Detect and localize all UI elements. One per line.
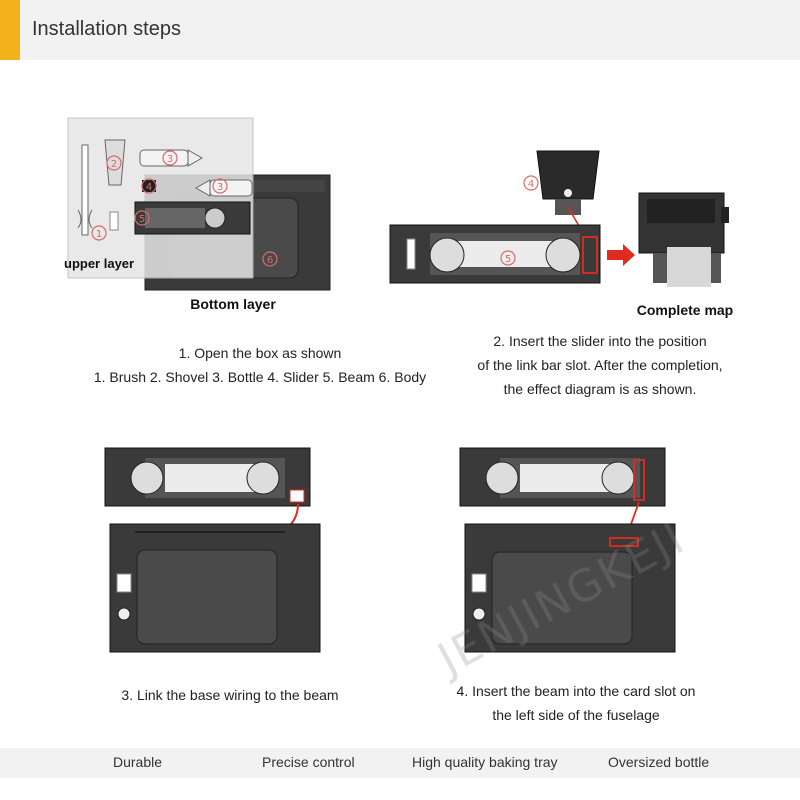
complete-map-label: Complete map [636, 302, 734, 318]
feature-baking-tray: High quality baking tray [412, 754, 558, 770]
svg-text:3: 3 [167, 154, 173, 165]
step3-caption: 3. Link the base wiring to the beam [121, 687, 339, 703]
feature-precise-control: Precise control [262, 754, 355, 770]
step3-wiring-illustration [104, 447, 321, 653]
svg-text:4: 4 [528, 179, 534, 190]
svg-text:1: 1 [96, 229, 102, 240]
feature-bar: Durable Precise control High quality bak… [0, 748, 800, 778]
section-header: Installation steps [0, 0, 800, 60]
step2-caption-line1: 2. Insert the slider into the position [493, 333, 707, 349]
bottom-layer-label: Bottom layer [190, 296, 276, 312]
step4-beam-insert-illustration [459, 447, 676, 653]
svg-text:5: 5 [505, 254, 511, 265]
header-accent-bar [0, 0, 20, 60]
step4-caption-line1: 4. Insert the beam into the card slot on [456, 683, 696, 699]
feature-durable: Durable [113, 754, 163, 770]
step1-caption-line1: 1. Open the box as shown [178, 345, 342, 361]
step1-caption-line2: 1. Brush 2. Shovel 3. Bottle 4. Slider 5… [93, 369, 427, 385]
svg-text:5: 5 [139, 214, 145, 225]
page-title: Installation steps [32, 18, 181, 40]
step4-caption-line2: the left side of the fuselage [492, 707, 660, 723]
svg-text:2: 2 [111, 159, 117, 170]
svg-text:4: 4 [146, 182, 152, 193]
step2-caption-line3: the effect diagram is as shown. [503, 381, 697, 397]
feature-oversized-bottle: Oversized bottle [608, 754, 710, 770]
step2-slider-illustration: 45 [389, 150, 729, 287]
step2-caption-line2: of the link bar slot. After the completi… [477, 357, 723, 373]
svg-text:3: 3 [217, 182, 223, 193]
upper-layer-label: upper layer [64, 256, 135, 271]
svg-text:6: 6 [267, 255, 273, 266]
step1-exploded-illustration: 1 2 3 3 4 5 6 [67, 117, 331, 291]
